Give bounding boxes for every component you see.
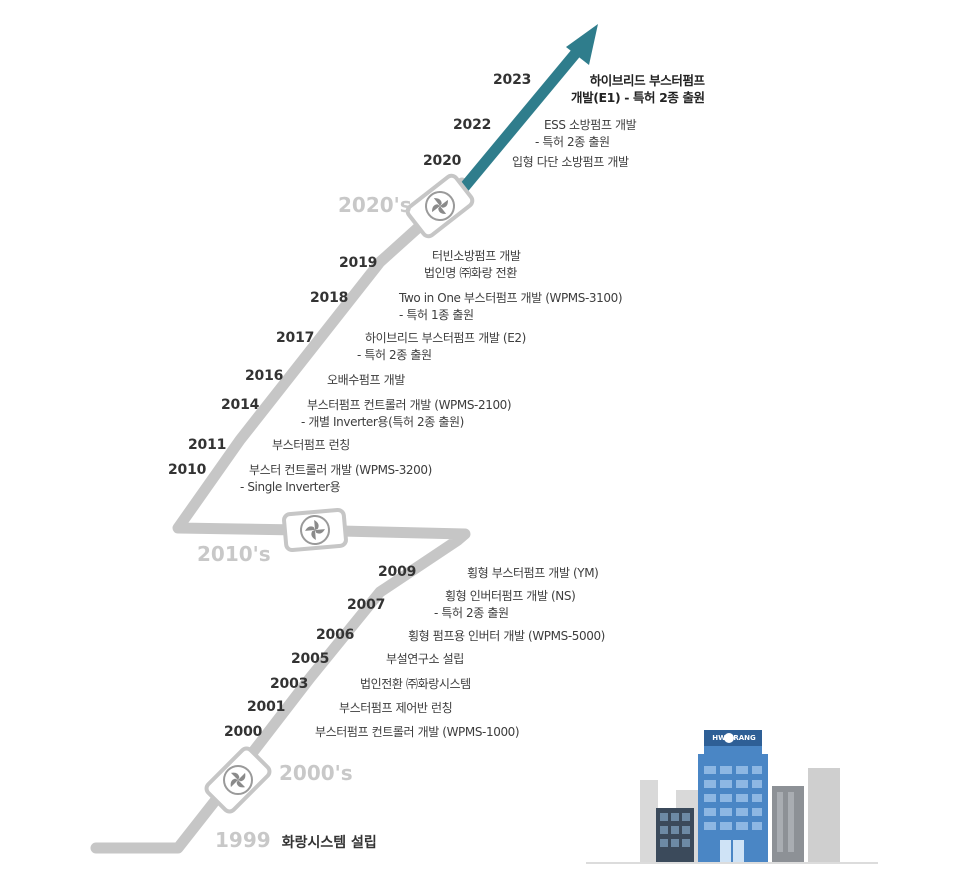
pump-icon (405, 173, 475, 239)
arrow-head-icon (566, 24, 598, 65)
event-text: 부스터 컨트롤러 개발 (WPMS-3200) - Single Inverte… (240, 462, 432, 496)
event-line: - 개별 Inverter용(특허 2종 출원) (301, 415, 464, 429)
event-line: 부스터 컨트롤러 개발 (WPMS-3200) (249, 463, 432, 477)
event-line: 부설연구소 설립 (386, 652, 464, 666)
year-label: 2022 (453, 117, 492, 133)
event-line: - 특허 2종 출원 (357, 348, 432, 362)
event-text: 횡형 인버터펌프 개발 (NS) - 특허 2종 출원 (434, 588, 576, 622)
founding-year: 1999 (215, 828, 271, 852)
year-label: 2005 (291, 651, 330, 667)
decade-label-2020s: 2020's (338, 193, 412, 217)
event-text: 부설연구소 설립 (386, 651, 464, 668)
growth-arrow (457, 44, 585, 194)
founding-milestone: 1999 화랑시스템 설립 (215, 828, 377, 852)
event-text: 부스터펌프 제어반 런칭 (339, 700, 453, 717)
year-label: 2014 (221, 397, 260, 413)
decade-label-2000s: 2000's (279, 761, 353, 785)
event-text: Two in One 부스터펌프 개발 (WPMS-3100) - 특허 1종 … (399, 290, 623, 324)
event-text: 하이브리드 부스터펌프 개발(E1) - 특허 2종 출원 (571, 72, 705, 106)
event-line: 부스터펌프 제어반 런칭 (339, 701, 453, 715)
event-line: - 특허 2종 출원 (535, 135, 610, 149)
year-label: 2006 (316, 627, 355, 643)
event-line: 부스터펌프 컨트롤러 개발 (WPMS-1000) (315, 725, 520, 739)
event-line: 오배수펌프 개발 (327, 373, 405, 387)
event-line: 하이브리드 부스터펌프 (589, 73, 705, 88)
event-text: 부스터펌프 컨트롤러 개발 (WPMS-2100) - 개별 Inverter용… (301, 397, 512, 431)
event-line: 개발(E1) - 특허 2종 출원 (571, 90, 705, 105)
pump-icon (204, 746, 272, 814)
event-line: 입형 다단 소방펌프 개발 (512, 155, 629, 169)
year-label: 2016 (245, 368, 284, 384)
pump-icon (282, 507, 348, 553)
event-line: 횡형 인버터펌프 개발 (NS) (445, 589, 576, 603)
year-label: 2019 (339, 255, 378, 271)
event-line: - 특허 1종 출원 (399, 308, 474, 322)
event-line: Two in One 부스터펌프 개발 (WPMS-3100) (399, 291, 623, 305)
building-sign-text: HWA RANG (712, 734, 756, 742)
event-line: 법인명 ㈜화랑 전환 (424, 266, 517, 280)
year-label: 2023 (493, 72, 532, 88)
event-line: 부스터펌프 컨트롤러 개발 (WPMS-2100) (307, 398, 512, 412)
event-text: ESS 소방펌프 개발 - 특허 2종 출원 (535, 117, 637, 151)
event-text: 법인전환 ㈜화랑시스템 (360, 676, 471, 693)
event-text: 하이브리드 부스터펌프 개발 (E2) - 특허 2종 출원 (357, 330, 526, 364)
event-line: ESS 소방펌프 개발 (544, 118, 637, 132)
event-line: 횡형 부스터펌프 개발 (YM) (467, 566, 599, 580)
event-text: 오배수펌프 개발 (327, 372, 405, 389)
year-label: 2003 (270, 676, 309, 692)
year-label: 2020 (423, 153, 462, 169)
event-text: 횡형 부스터펌프 개발 (YM) (467, 565, 599, 582)
year-label: 2007 (347, 597, 386, 613)
event-text: 터빈소방펌프 개발 법인명 ㈜화랑 전환 (424, 248, 521, 282)
timeline-path (90, 177, 471, 854)
event-line: 부스터펌프 런칭 (272, 438, 350, 452)
event-text: 부스터펌프 런칭 (272, 437, 350, 454)
year-label: 2018 (310, 290, 349, 306)
year-label: 2010 (168, 462, 207, 478)
event-text: 횡형 펌프용 인버터 개발 (WPMS-5000) (408, 628, 605, 645)
event-text: 입형 다단 소방펌프 개발 (512, 154, 629, 171)
event-line: 법인전환 ㈜화랑시스템 (360, 677, 471, 691)
event-line: 횡형 펌프용 인버터 개발 (WPMS-5000) (408, 629, 605, 643)
year-label: 2009 (378, 564, 417, 580)
company-building-illustration (586, 730, 878, 864)
year-label: 2017 (276, 330, 315, 346)
event-line: 하이브리드 부스터펌프 개발 (E2) (365, 331, 526, 345)
event-line: - 특허 2종 출원 (434, 606, 509, 620)
event-text: 부스터펌프 컨트롤러 개발 (WPMS-1000) (315, 724, 520, 741)
year-label: 2000 (224, 724, 263, 740)
decade-label-2010s: 2010's (197, 542, 271, 566)
year-label: 2011 (188, 437, 227, 453)
event-line: - Single Inverter용 (240, 480, 341, 494)
founding-text: 화랑시스템 설립 (281, 835, 377, 851)
event-line: 터빈소방펌프 개발 (432, 249, 521, 263)
year-label: 2001 (247, 699, 286, 715)
